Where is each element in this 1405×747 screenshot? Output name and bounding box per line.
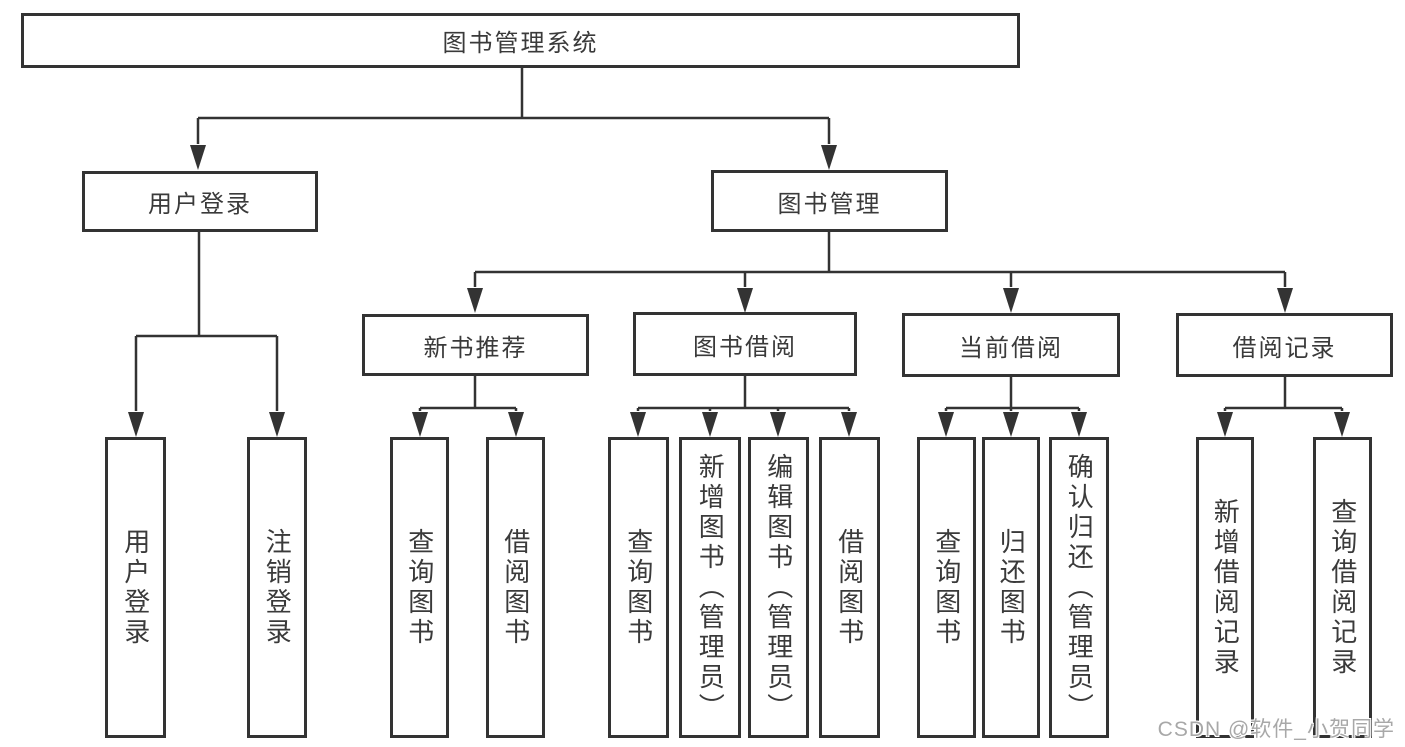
- leaf-user-login-label: 用户登录: [120, 527, 151, 648]
- leaf-edit-books-admin: 编辑图书（管理员）: [748, 437, 809, 738]
- leaf-query-borrow-record: 查询借阅记录: [1313, 437, 1372, 738]
- leaf-return-books: 归还图书: [982, 437, 1040, 738]
- leaf-add-books-admin-label: 新增图书（管理员）: [695, 452, 726, 723]
- leaf-add-borrow-record: 新增借阅记录: [1196, 437, 1254, 738]
- leaf-query-borrow-record-label: 查询借阅记录: [1327, 497, 1358, 678]
- node-book-management: 图书管理: [711, 170, 948, 232]
- leaf-borrow-books-recommend: 借阅图书: [486, 437, 545, 738]
- leaf-add-books-admin: 新增图书（管理员）: [679, 437, 741, 738]
- leaf-borrow-books-recommend-label: 借阅图书: [500, 527, 531, 648]
- leaf-query-books-borrowing-label: 查询图书: [623, 527, 654, 648]
- leaf-borrow-books: 借阅图书: [819, 437, 880, 738]
- leaf-return-books-label: 归还图书: [996, 527, 1027, 648]
- leaf-query-books-borrowing: 查询图书: [608, 437, 669, 738]
- csdn-watermark: CSDN @软件_小贺同学: [1157, 718, 1395, 741]
- node-root-system: 图书管理系统: [21, 13, 1020, 68]
- leaf-user-login: 用户登录: [105, 437, 166, 738]
- leaf-logout: 注销登录: [247, 437, 307, 738]
- leaf-query-books-recommend-label: 查询图书: [404, 527, 435, 648]
- leaf-confirm-return-admin: 确认归还（管理员）: [1049, 437, 1109, 738]
- leaf-logout-label: 注销登录: [262, 527, 293, 648]
- leaf-query-books-current-label: 查询图书: [931, 527, 962, 648]
- node-new-book-recommend-label: 新书推荐: [423, 334, 528, 362]
- node-borrow-records: 借阅记录: [1176, 313, 1393, 377]
- leaf-query-books-recommend: 查询图书: [390, 437, 449, 738]
- node-book-management-label: 图书管理: [777, 190, 882, 218]
- leaf-query-books-current: 查询图书: [917, 437, 976, 738]
- node-borrow-records-label: 借阅记录: [1232, 334, 1337, 362]
- node-user-login: 用户登录: [82, 171, 318, 232]
- leaf-add-borrow-record-label: 新增借阅记录: [1210, 497, 1241, 678]
- node-book-borrowing: 图书借阅: [633, 312, 857, 376]
- leaf-confirm-return-admin-label: 确认归还（管理员）: [1064, 452, 1095, 723]
- leaf-borrow-books-label: 借阅图书: [834, 527, 865, 648]
- node-new-book-recommend: 新书推荐: [362, 314, 589, 376]
- node-book-borrowing-label: 图书借阅: [693, 333, 797, 361]
- node-current-borrowing: 当前借阅: [902, 313, 1120, 377]
- node-root-label: 图书管理系统: [442, 30, 599, 57]
- node-current-borrowing-label: 当前借阅: [959, 334, 1063, 362]
- leaf-edit-books-admin-label: 编辑图书（管理员）: [763, 452, 794, 723]
- node-user-login-label: 用户登录: [148, 191, 252, 218]
